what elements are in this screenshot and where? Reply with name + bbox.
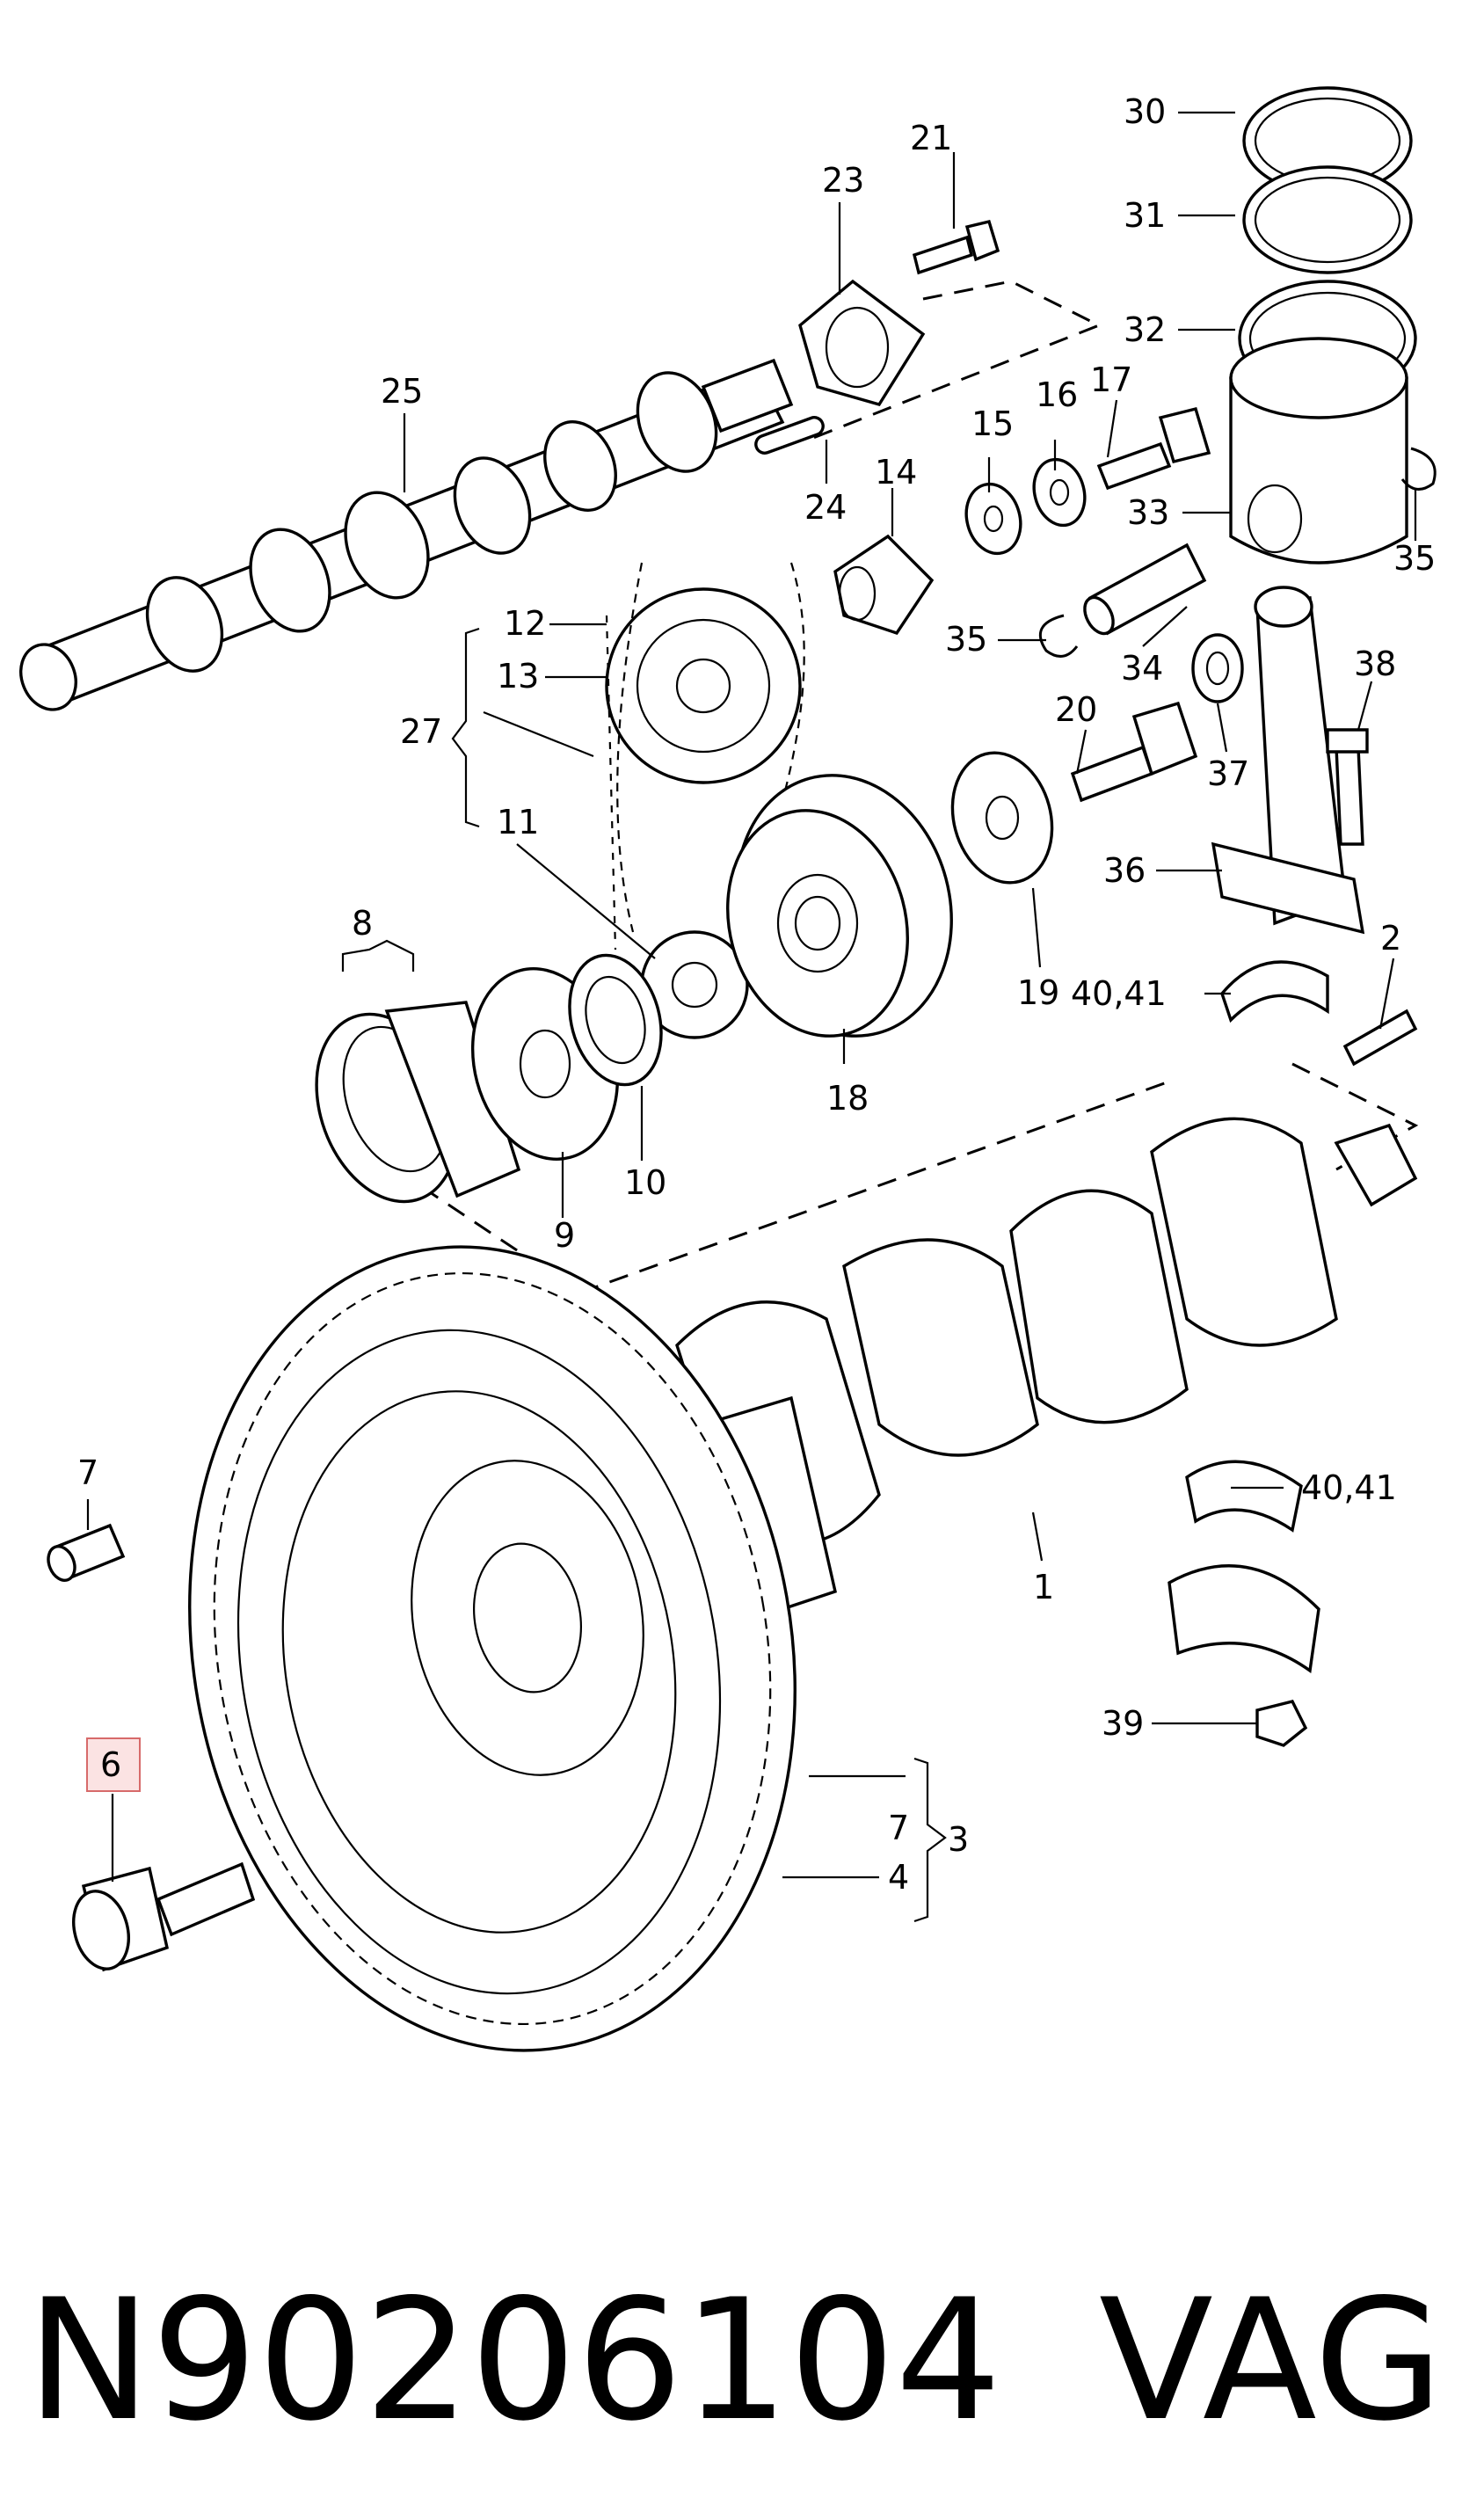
bearing-shell-upper bbox=[1220, 960, 1329, 1023]
callout-18: 18 bbox=[826, 1079, 869, 1118]
small-end-bushing bbox=[1191, 633, 1244, 703]
callout-6-highlight-box bbox=[86, 1737, 141, 1792]
circlip bbox=[1038, 447, 1437, 658]
callout-16: 16 bbox=[1036, 375, 1078, 414]
callout-9: 9 bbox=[554, 1216, 575, 1255]
callout-14: 14 bbox=[875, 453, 917, 492]
lock-washer-16 bbox=[1032, 457, 1087, 528]
callout-17: 17 bbox=[1090, 361, 1132, 399]
flywheel-bolt bbox=[72, 1861, 256, 1972]
callout-34: 34 bbox=[1121, 649, 1163, 688]
callout-36: 36 bbox=[1103, 851, 1146, 890]
callout-37: 37 bbox=[1207, 754, 1249, 793]
callout-13: 13 bbox=[497, 657, 539, 696]
callout-15: 15 bbox=[971, 404, 1014, 443]
dowel-pin bbox=[47, 1523, 126, 1582]
callout-23: 23 bbox=[822, 161, 864, 200]
oil-seal-assembly bbox=[315, 1001, 521, 1204]
callout-24: 24 bbox=[804, 488, 847, 527]
callout-27: 27 bbox=[400, 712, 442, 751]
callout-31: 31 bbox=[1124, 196, 1166, 235]
callout-7-right: 7 bbox=[888, 1809, 909, 1847]
flywheel bbox=[188, 1245, 797, 2052]
nut-39 bbox=[1255, 1700, 1308, 1747]
callout-1: 1 bbox=[1033, 1568, 1054, 1606]
crankshaft bbox=[675, 1117, 1418, 1621]
callout-labels: 21 23 30 31 32 33 35 25 24 14 15 16 17 1… bbox=[77, 92, 1436, 1897]
piston bbox=[1229, 337, 1408, 565]
rod-bolt bbox=[1326, 728, 1369, 846]
brackets bbox=[341, 627, 947, 1923]
callout-32: 32 bbox=[1124, 310, 1166, 349]
pulley-bolt bbox=[1070, 701, 1198, 803]
highlighted-callout-6[interactable]: 6 bbox=[86, 1737, 141, 1792]
footer: N90206104 VAG bbox=[26, 2263, 1444, 2458]
callout-33: 33 bbox=[1127, 493, 1169, 532]
leader-lines bbox=[86, 111, 1417, 1882]
connecting-rod bbox=[1211, 586, 1365, 935]
callout-11: 11 bbox=[497, 803, 539, 841]
callout-4: 4 bbox=[888, 1858, 909, 1897]
bearing-cap bbox=[1168, 1564, 1320, 1674]
bearing-shell-lower bbox=[1185, 1460, 1303, 1533]
bolt-17 bbox=[1096, 406, 1211, 491]
thrust-ring bbox=[568, 953, 663, 1087]
callout-2: 2 bbox=[1380, 919, 1401, 958]
callout-39: 39 bbox=[1102, 1704, 1144, 1743]
callout-3: 3 bbox=[948, 1820, 969, 1859]
part-number: N90206104 bbox=[26, 2263, 1001, 2458]
woodruff-key bbox=[754, 416, 825, 455]
callout-35-left: 35 bbox=[945, 620, 987, 659]
callout-19: 19 bbox=[1017, 973, 1059, 1012]
key-2 bbox=[1342, 1009, 1418, 1067]
callout-30: 30 bbox=[1124, 92, 1166, 131]
callout-25: 25 bbox=[381, 372, 423, 411]
callout-6: 6 bbox=[100, 1745, 121, 1784]
flange-bolt bbox=[912, 219, 1000, 275]
callout-20: 20 bbox=[1055, 690, 1097, 729]
callout-40-41-upper: 40,41 bbox=[1071, 974, 1167, 1013]
brand-name: VAG bbox=[1099, 2263, 1444, 2458]
camshaft-flange bbox=[798, 279, 926, 406]
piston-pin bbox=[1083, 543, 1207, 636]
callout-38: 38 bbox=[1354, 645, 1396, 683]
camshaft bbox=[19, 358, 794, 711]
callout-8: 8 bbox=[352, 904, 373, 943]
pulley-washer bbox=[950, 751, 1054, 885]
callout-40-41-lower: 40,41 bbox=[1301, 1468, 1397, 1507]
callout-12: 12 bbox=[504, 604, 546, 643]
washer-15 bbox=[964, 482, 1022, 556]
drive-gear bbox=[833, 534, 935, 636]
callout-7-left: 7 bbox=[77, 1453, 98, 1492]
crank-pulley bbox=[726, 774, 953, 1038]
callout-35-right: 35 bbox=[1393, 539, 1436, 578]
callout-21: 21 bbox=[910, 119, 952, 157]
callout-10: 10 bbox=[624, 1163, 666, 1202]
